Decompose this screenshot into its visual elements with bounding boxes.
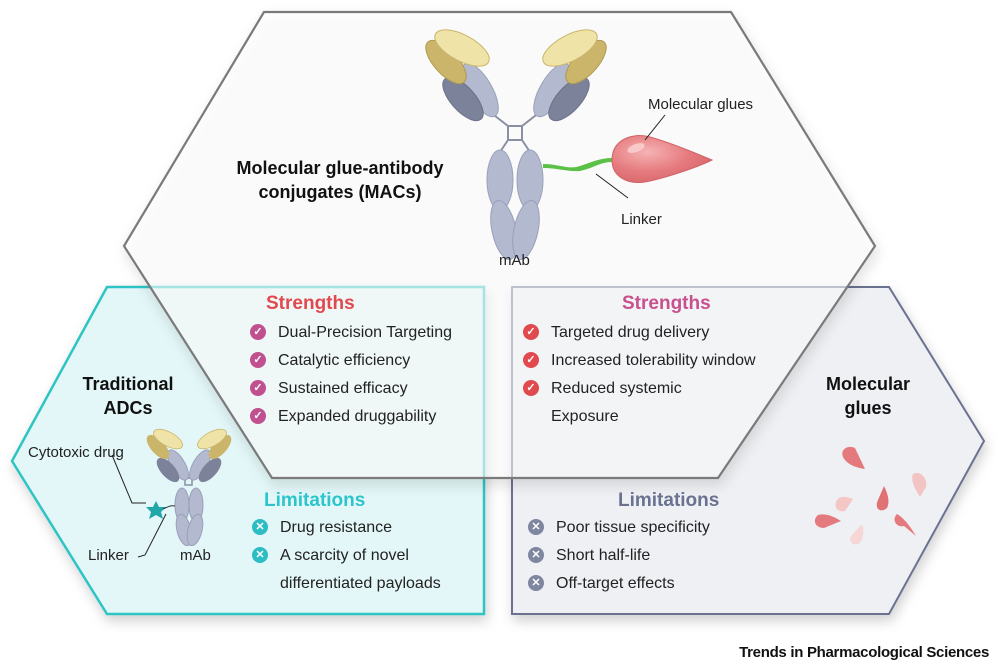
x-circle-icon: ✕ bbox=[252, 519, 268, 535]
drug-leader-line bbox=[111, 454, 146, 504]
adc-limitations-heading: Limitations bbox=[264, 490, 366, 511]
mac-linker-icon bbox=[543, 158, 612, 172]
check-icon: ✓ bbox=[523, 380, 539, 396]
adc-title-line1: Traditional bbox=[82, 374, 174, 394]
adc-strengths-heading: Strengths bbox=[266, 293, 355, 314]
glues-title-line1: Molecular bbox=[825, 374, 911, 394]
adc-title-line2: ADCs bbox=[103, 398, 153, 418]
glue-leader-line bbox=[644, 114, 666, 141]
adc-linker-label: Linker bbox=[88, 547, 129, 564]
glues-title-line2: glues bbox=[844, 398, 892, 418]
mac-title: Molecular glue-antibody conjugates (MACs… bbox=[210, 156, 470, 204]
spacer bbox=[523, 408, 539, 424]
adc-antibody-icon bbox=[146, 428, 232, 547]
adc-strength-item: ✓ Sustained efficacy bbox=[250, 378, 408, 400]
x-circle-icon: ✕ bbox=[528, 519, 544, 535]
adc-title: Traditional ADCs bbox=[68, 372, 188, 420]
x-circle-icon: ✕ bbox=[528, 547, 544, 563]
mac-molecular-glues-label: Molecular glues bbox=[648, 96, 754, 113]
adc-strength-item: ✓ Dual-Precision Targeting bbox=[250, 322, 452, 344]
glues-strength-item: ✓ Targeted drug delivery bbox=[523, 322, 709, 344]
glues-strength-item: ✓ Reduced systemic bbox=[523, 378, 682, 400]
adc-strength-item: ✓ Catalytic efficiency bbox=[250, 350, 410, 372]
glues-strength-item-continued: Exposure bbox=[523, 406, 619, 428]
adc-limitation-item: ✕ A scarcity of novel bbox=[252, 545, 409, 567]
x-circle-icon: ✕ bbox=[528, 575, 544, 591]
x-circle-icon: ✕ bbox=[252, 547, 268, 563]
check-icon: ✓ bbox=[250, 324, 266, 340]
check-icon: ✓ bbox=[250, 408, 266, 424]
check-icon: ✓ bbox=[250, 352, 266, 368]
glues-strength-item: ✓ Increased tolerability window bbox=[523, 350, 756, 372]
glues-limitation-item: ✕ Off-target effects bbox=[528, 573, 675, 595]
adc-limitation-item: ✕ Drug resistance bbox=[252, 517, 392, 539]
mac-title-line2: conjugates (MACs) bbox=[258, 182, 422, 202]
mac-title-line1: Molecular glue-antibody bbox=[236, 158, 444, 178]
glues-title: Molecular glues bbox=[808, 372, 928, 420]
glues-limitation-item: ✕ Short half-life bbox=[528, 545, 650, 567]
mac-mab-label: mAb bbox=[499, 252, 530, 269]
glues-limitation-item: ✕ Poor tissue specificity bbox=[528, 517, 710, 539]
check-icon: ✓ bbox=[523, 352, 539, 368]
adc-strength-item: ✓ Expanded druggability bbox=[250, 406, 436, 428]
glue-droplets-icon bbox=[814, 446, 927, 545]
cytotoxic-drug-icon bbox=[146, 501, 166, 519]
glues-strengths-heading: Strengths bbox=[622, 293, 711, 314]
check-icon: ✓ bbox=[250, 380, 266, 396]
adc-limitation-item-continued: differentiated payloads bbox=[252, 573, 441, 595]
mac-antibody-icon bbox=[425, 29, 607, 260]
journal-footer: Trends in Pharmacological Sciences bbox=[739, 644, 989, 661]
adc-mab-label: mAb bbox=[180, 547, 211, 564]
cytotoxic-drug-label: Cytotoxic drug bbox=[28, 444, 124, 461]
spacer bbox=[252, 575, 268, 591]
glues-limitations-heading: Limitations bbox=[618, 490, 720, 511]
check-icon: ✓ bbox=[523, 324, 539, 340]
adc-linker-leader-line bbox=[137, 513, 167, 558]
linker-leader-line bbox=[595, 173, 629, 199]
mac-linker-label: Linker bbox=[621, 211, 662, 228]
